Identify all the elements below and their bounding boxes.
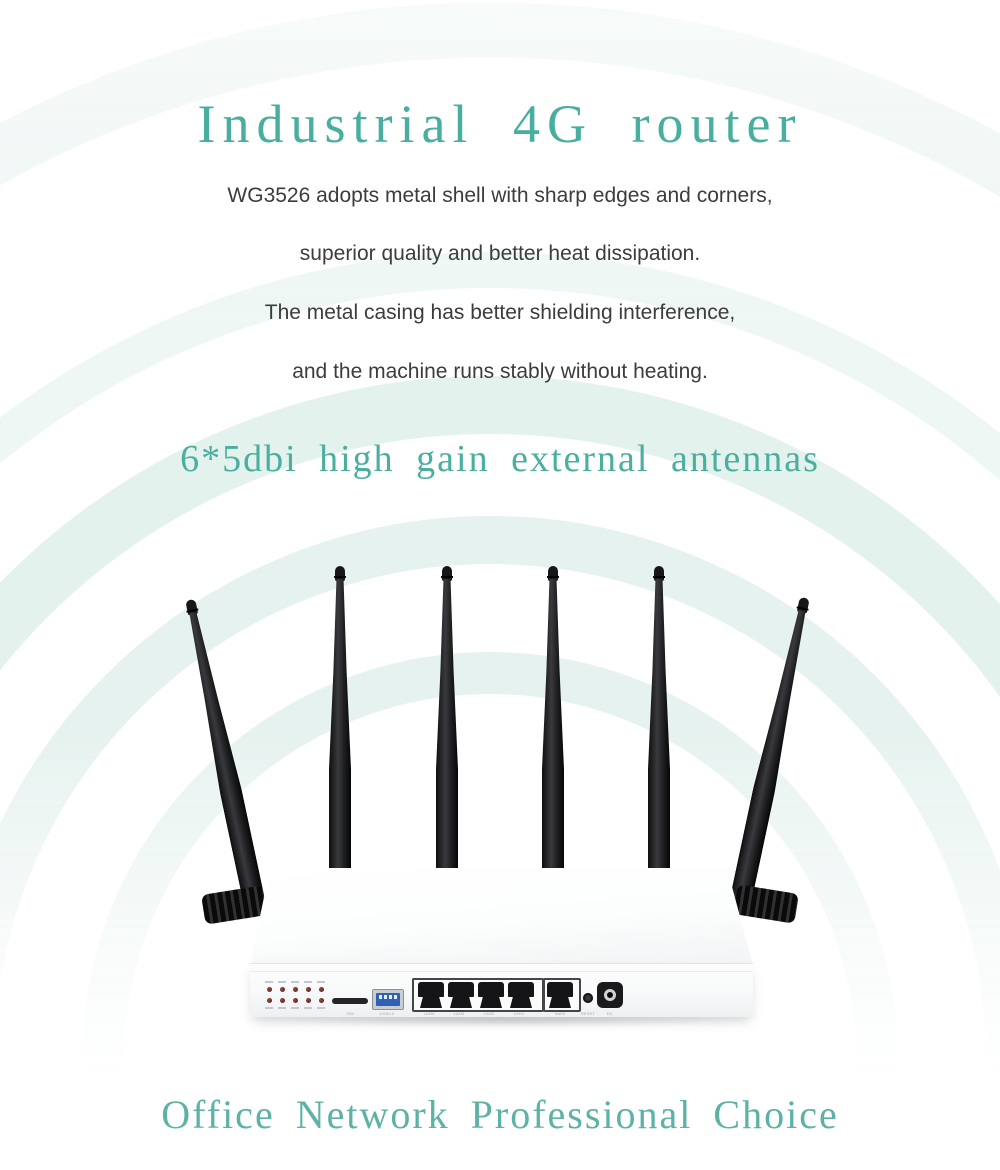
led-label-mark: [317, 981, 325, 983]
sim-card-slot: [332, 998, 368, 1004]
description-line: superior quality and better heat dissipa…: [299, 242, 701, 265]
antenna-vertical-3: [542, 566, 564, 886]
antenna-rod: [436, 579, 458, 886]
port-label: SIM: [346, 1011, 354, 1016]
led-indicator: [319, 998, 324, 1003]
port-label: USB3.0: [379, 1011, 395, 1016]
description-line: WG3526 adopts metal shell with sharp edg…: [227, 184, 773, 207]
port-label: LAN1: [513, 1011, 525, 1016]
antenna-vertical-1: [329, 566, 351, 886]
router-top-surface: [250, 868, 753, 965]
led-label-mark: [304, 1007, 312, 1009]
description-line: The metal casing has better shielding in…: [264, 301, 736, 324]
port-label: LAN3: [453, 1011, 465, 1016]
antenna-vertical-4: [648, 566, 670, 886]
rj45-wan-port: [546, 982, 574, 1008]
antenna-cap: [547, 566, 559, 581]
led-label-mark: [278, 981, 286, 983]
antenna-cap: [653, 566, 665, 581]
led-indicator: [293, 987, 298, 992]
rj45-lan-port: [417, 982, 445, 1008]
dc-power-jack: [597, 982, 623, 1008]
port-label: LAN4: [423, 1011, 435, 1016]
subtitle: 6*5dbi high gain external antennas: [180, 438, 820, 480]
page-title: Industrial 4G router: [197, 94, 803, 154]
led-indicator: [293, 998, 298, 1003]
router-front-panel: SIM USB3.0 LAN4 LAN3 LAN2 LAN1 WAN RESET…: [250, 963, 753, 1017]
rj45-lan-port: [477, 982, 505, 1008]
led-indicator: [306, 987, 311, 992]
port-label: RESET: [580, 1011, 596, 1016]
led-indicator: [280, 998, 285, 1003]
port-label: LAN2: [483, 1011, 495, 1016]
antenna-rod: [329, 579, 351, 886]
rj45-lan-port: [447, 982, 475, 1008]
reset-button: [583, 993, 593, 1003]
led-label-mark: [317, 1007, 325, 1009]
lan-ports-frame: [412, 978, 544, 1012]
port-label: DC: [606, 1011, 614, 1016]
led-label-mark: [291, 1007, 299, 1009]
antenna-rod: [542, 579, 564, 886]
led-label-mark: [265, 981, 273, 983]
led-label-mark: [304, 981, 312, 983]
led-label-mark: [278, 1007, 286, 1009]
led-indicator: [280, 987, 285, 992]
footer-tagline: Office Network Professional Choice: [161, 1092, 839, 1137]
antenna-rod: [648, 579, 670, 886]
rj45-lan-port: [507, 982, 535, 1008]
port-label: WAN: [555, 1011, 565, 1016]
led-indicator: [267, 998, 272, 1003]
led-label-mark: [291, 981, 299, 983]
usb3-port: [372, 989, 404, 1010]
wan-port-frame: [543, 978, 581, 1012]
led-indicator: [319, 987, 324, 992]
led-indicator: [306, 998, 311, 1003]
description-line: and the machine runs stably without heat…: [292, 360, 708, 383]
antenna-cap: [334, 566, 346, 581]
antenna-vertical-2: [436, 566, 458, 886]
led-label-mark: [265, 1007, 273, 1009]
antenna-cap: [441, 566, 453, 581]
led-indicator: [267, 987, 272, 992]
